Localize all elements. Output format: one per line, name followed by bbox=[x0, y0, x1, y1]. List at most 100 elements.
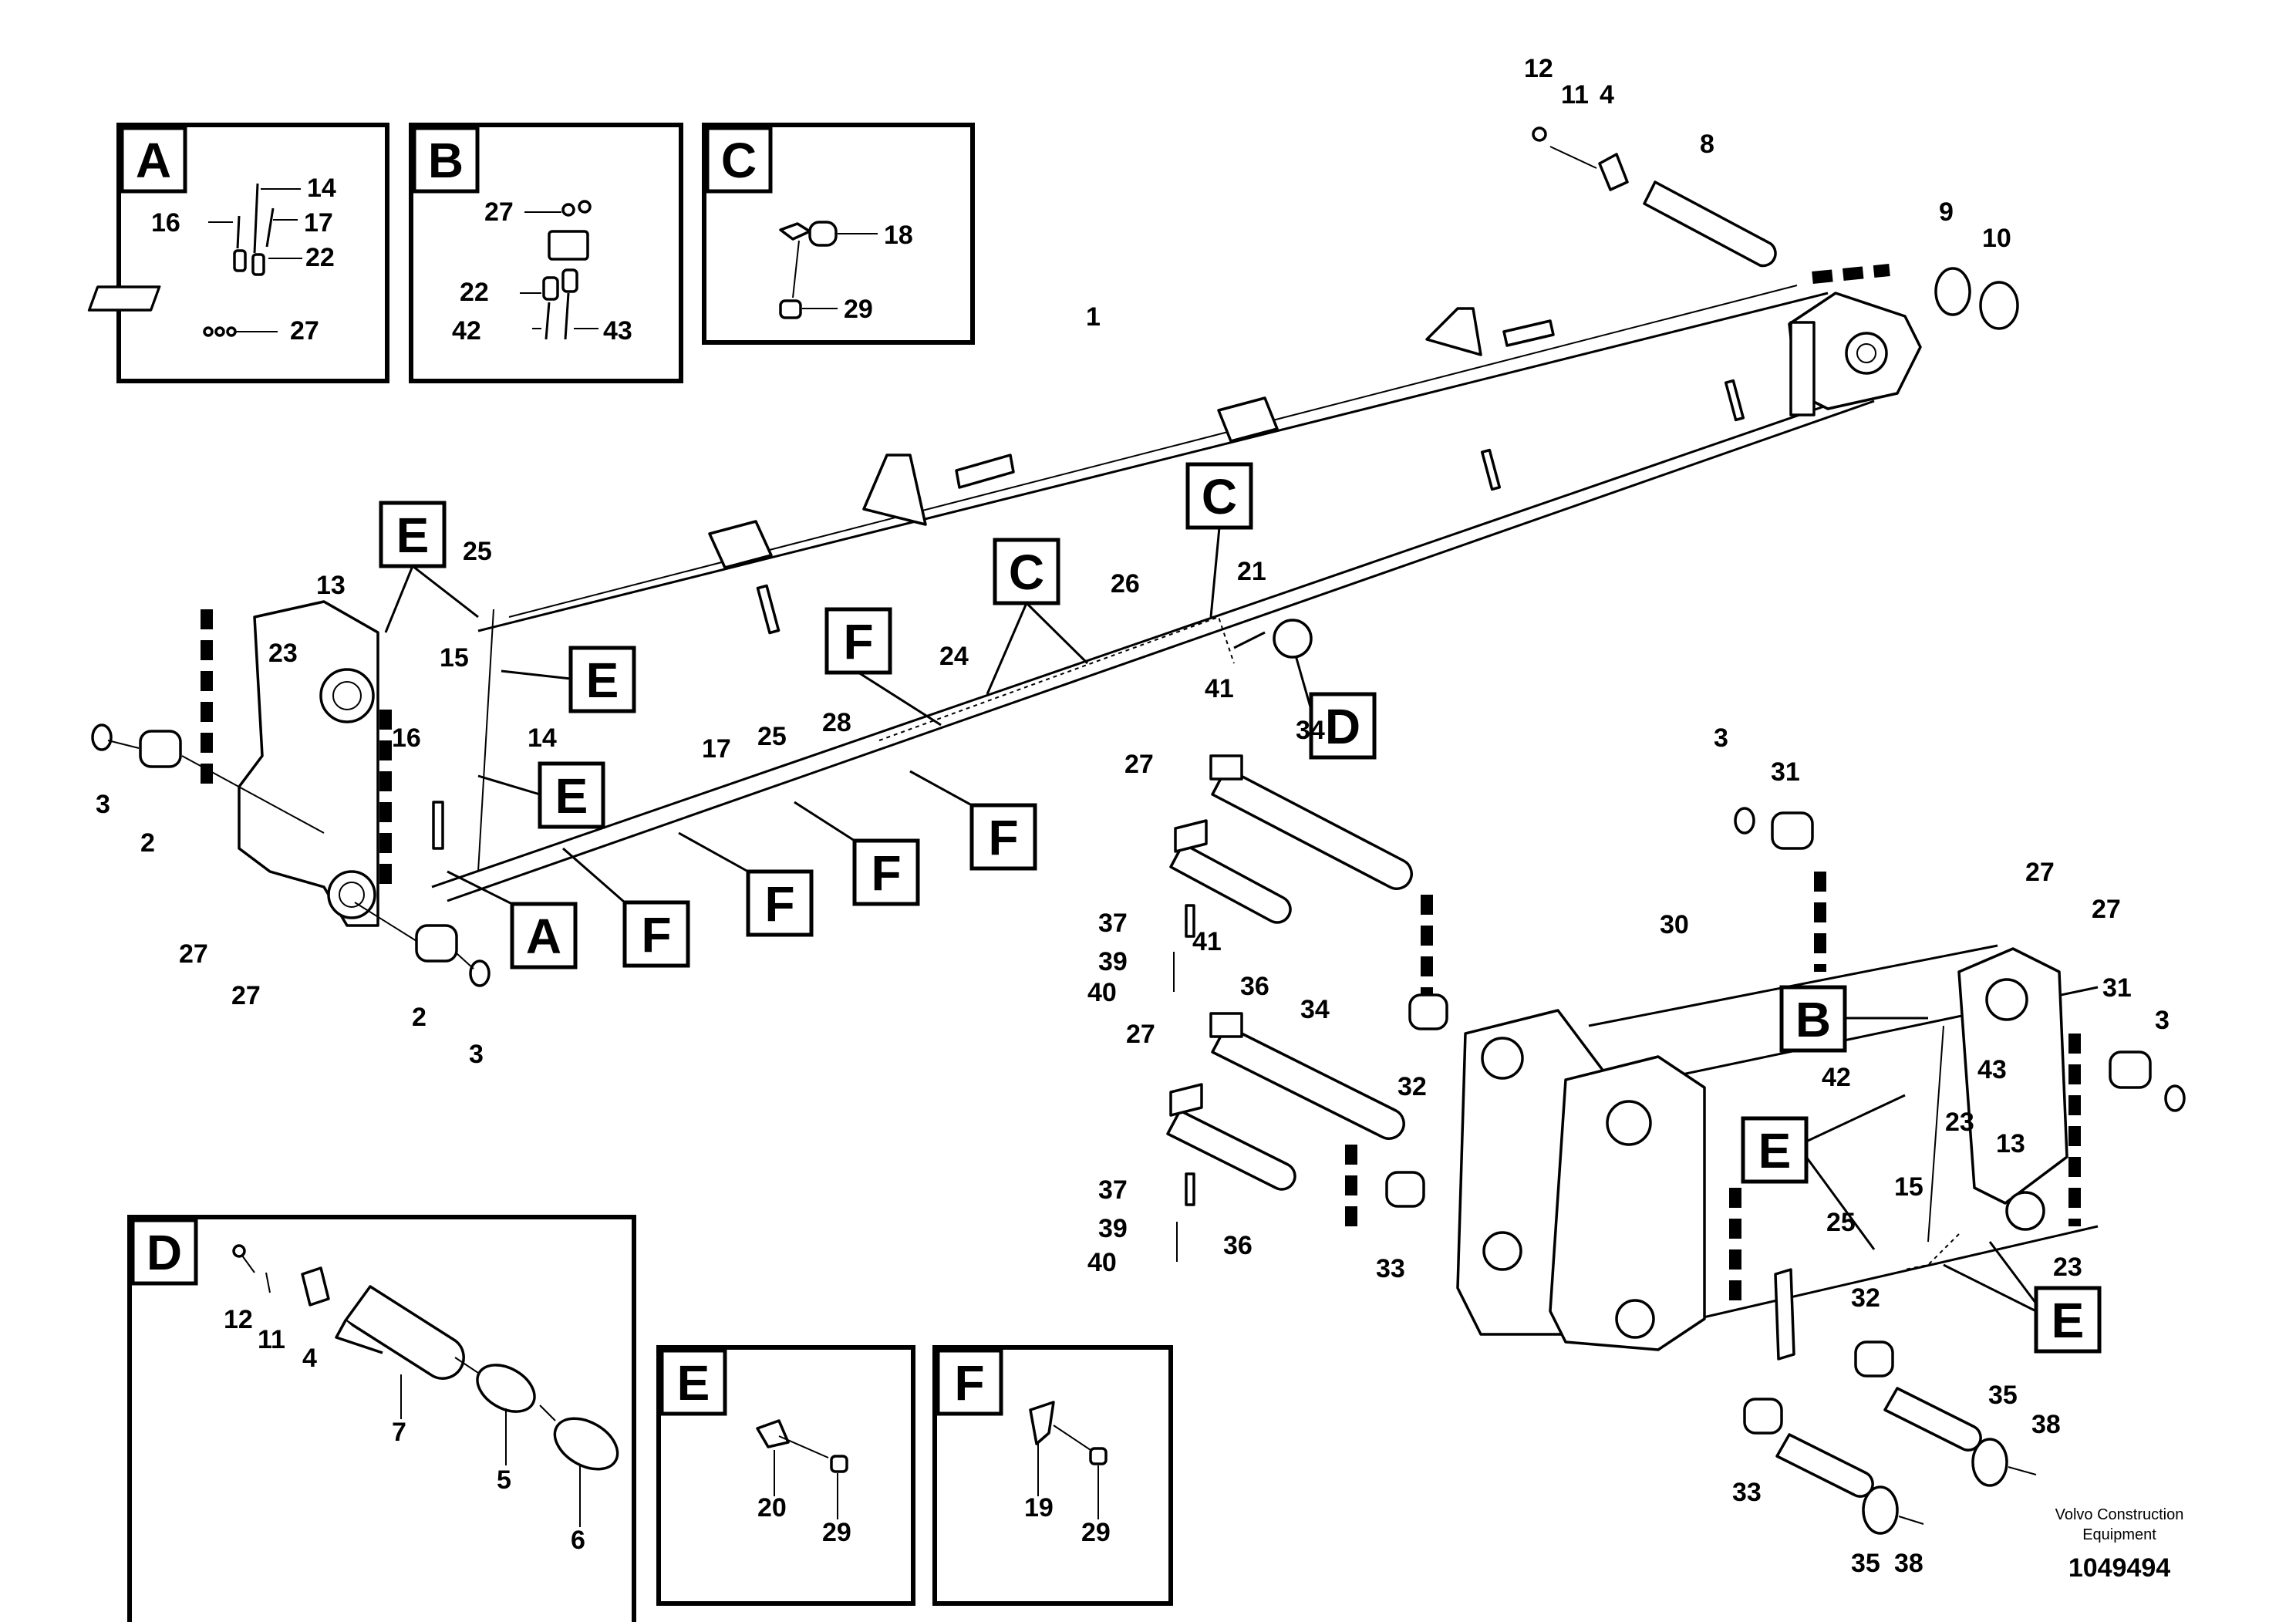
callout: 17 bbox=[702, 734, 731, 764]
callout: 16 bbox=[392, 723, 421, 753]
panel-d-letter: D bbox=[147, 1225, 182, 1280]
callout: 27 bbox=[1124, 750, 1154, 779]
panel-c-callout: 18 bbox=[884, 221, 913, 250]
panel-c-letter: C bbox=[721, 133, 757, 188]
callout: 39 bbox=[1098, 1214, 1128, 1243]
callout: 2 bbox=[412, 1003, 426, 1032]
callout: 27 bbox=[1126, 1020, 1155, 1049]
panel-d-callout: 7 bbox=[392, 1418, 406, 1447]
callout: 10 bbox=[1982, 224, 2011, 253]
callout: 31 bbox=[2102, 973, 2132, 1003]
marker-a: A bbox=[526, 909, 561, 964]
panel-b-callout: 43 bbox=[603, 316, 632, 346]
drawing-number: 1049494 bbox=[2068, 1553, 2170, 1583]
callout: 41 bbox=[1205, 674, 1234, 703]
callout: 23 bbox=[1945, 1108, 1974, 1137]
callout: 41 bbox=[1192, 927, 1222, 956]
marker-f: F bbox=[988, 810, 1018, 865]
boom-structure bbox=[201, 153, 1922, 927]
panel-a-callout: 17 bbox=[304, 208, 333, 238]
callout: 43 bbox=[1977, 1055, 2007, 1084]
callout: 32 bbox=[1851, 1283, 1880, 1313]
callout: 30 bbox=[1660, 910, 1689, 939]
panel-f-letter: F bbox=[954, 1355, 984, 1411]
panel-a-callout: 22 bbox=[305, 243, 335, 272]
callout: 35 bbox=[1851, 1549, 1880, 1578]
detail-panel-b: B 27 22 42 43 bbox=[409, 123, 683, 383]
callout: 1 bbox=[1086, 302, 1101, 332]
callout: 34 bbox=[1296, 716, 1325, 745]
callout: 21 bbox=[1237, 557, 1266, 586]
callout: 4 bbox=[1600, 80, 1614, 110]
detail-panel-d: D 12 11 4 7 5 6 bbox=[127, 1215, 636, 1622]
callout: 27 bbox=[2092, 895, 2121, 924]
callout: 33 bbox=[1732, 1478, 1762, 1507]
callout: 25 bbox=[1826, 1208, 1856, 1237]
callout: 38 bbox=[2031, 1410, 2061, 1439]
pins-and-bushings bbox=[91, 126, 2186, 1535]
marker-f: F bbox=[764, 876, 794, 932]
marker-e: E bbox=[555, 768, 588, 824]
callout: 28 bbox=[822, 708, 851, 737]
callout: 23 bbox=[268, 639, 298, 668]
callout: 32 bbox=[1397, 1072, 1427, 1101]
detail-panel-a: A 14 16 17 22 27 bbox=[87, 123, 389, 383]
callout: 36 bbox=[1240, 972, 1269, 1001]
marker-e: E bbox=[586, 653, 619, 708]
callout: 31 bbox=[1771, 757, 1800, 787]
marker-c: C bbox=[1202, 469, 1237, 524]
brand-line-1: Volvo Construction bbox=[2055, 1506, 2184, 1523]
marker-f: F bbox=[641, 907, 671, 963]
marker-b: B bbox=[1795, 992, 1831, 1047]
panel-f-callout: 29 bbox=[1081, 1518, 1111, 1547]
callout: 37 bbox=[1098, 1175, 1128, 1205]
marker-f: F bbox=[871, 845, 901, 901]
foot-structure bbox=[1456, 872, 2099, 1361]
panel-e-callout: 20 bbox=[757, 1493, 787, 1523]
callout: 3 bbox=[469, 1040, 484, 1069]
panel-b-callout: 22 bbox=[460, 278, 489, 307]
brand-line-2: Equipment bbox=[2082, 1526, 2156, 1543]
callout: 42 bbox=[1822, 1063, 1851, 1092]
callout: 15 bbox=[1894, 1172, 1923, 1202]
panel-d-callout: 5 bbox=[497, 1465, 511, 1495]
callout: 15 bbox=[440, 643, 469, 673]
detail-panel-f: F 19 29 bbox=[932, 1345, 1173, 1606]
callout: 8 bbox=[1700, 130, 1714, 159]
panel-b-callout: 42 bbox=[452, 316, 481, 346]
callout: 27 bbox=[179, 939, 208, 969]
marker-e: E bbox=[2052, 1293, 2085, 1348]
callout: 13 bbox=[1996, 1129, 2025, 1158]
panel-e-letter: E bbox=[677, 1355, 710, 1411]
detail-panel-c: C 18 29 bbox=[702, 123, 975, 345]
callout: 11 bbox=[1561, 80, 1589, 110]
detail-panel-e: E 20 29 bbox=[656, 1345, 915, 1606]
callout: 35 bbox=[1988, 1381, 2018, 1410]
marker-c: C bbox=[1009, 545, 1044, 600]
callout: 37 bbox=[1098, 909, 1128, 938]
callout: 39 bbox=[1098, 947, 1128, 976]
callout: 13 bbox=[316, 571, 346, 600]
callout: 3 bbox=[1714, 723, 1728, 753]
callout: 27 bbox=[2025, 858, 2055, 887]
main-callouts: 12 11 4 8 9 10 1 13 25 23 15 16 14 3 2 2… bbox=[96, 54, 2170, 1578]
panel-f-callout: 19 bbox=[1024, 1493, 1054, 1523]
callout: 14 bbox=[528, 723, 557, 753]
callout: 40 bbox=[1087, 1248, 1117, 1277]
panel-c-callout: 29 bbox=[844, 295, 873, 324]
panel-b-letter: B bbox=[428, 133, 464, 188]
callout: 36 bbox=[1223, 1231, 1253, 1260]
panel-d-callout: 4 bbox=[302, 1344, 317, 1373]
callout: 34 bbox=[1300, 995, 1330, 1024]
panel-d-callout: 11 bbox=[258, 1325, 285, 1354]
callout: 9 bbox=[1939, 197, 1954, 227]
detail-markers: E E E C C F D F F F F A bbox=[379, 462, 2102, 1354]
callout: 23 bbox=[2053, 1253, 2082, 1282]
panel-a-callout: 16 bbox=[151, 208, 180, 238]
callout: 3 bbox=[96, 790, 110, 819]
panel-d-callout: 6 bbox=[571, 1526, 585, 1555]
panel-b-callout: 27 bbox=[484, 197, 514, 227]
callout: 25 bbox=[463, 537, 492, 566]
panel-a-letter: A bbox=[136, 133, 171, 188]
